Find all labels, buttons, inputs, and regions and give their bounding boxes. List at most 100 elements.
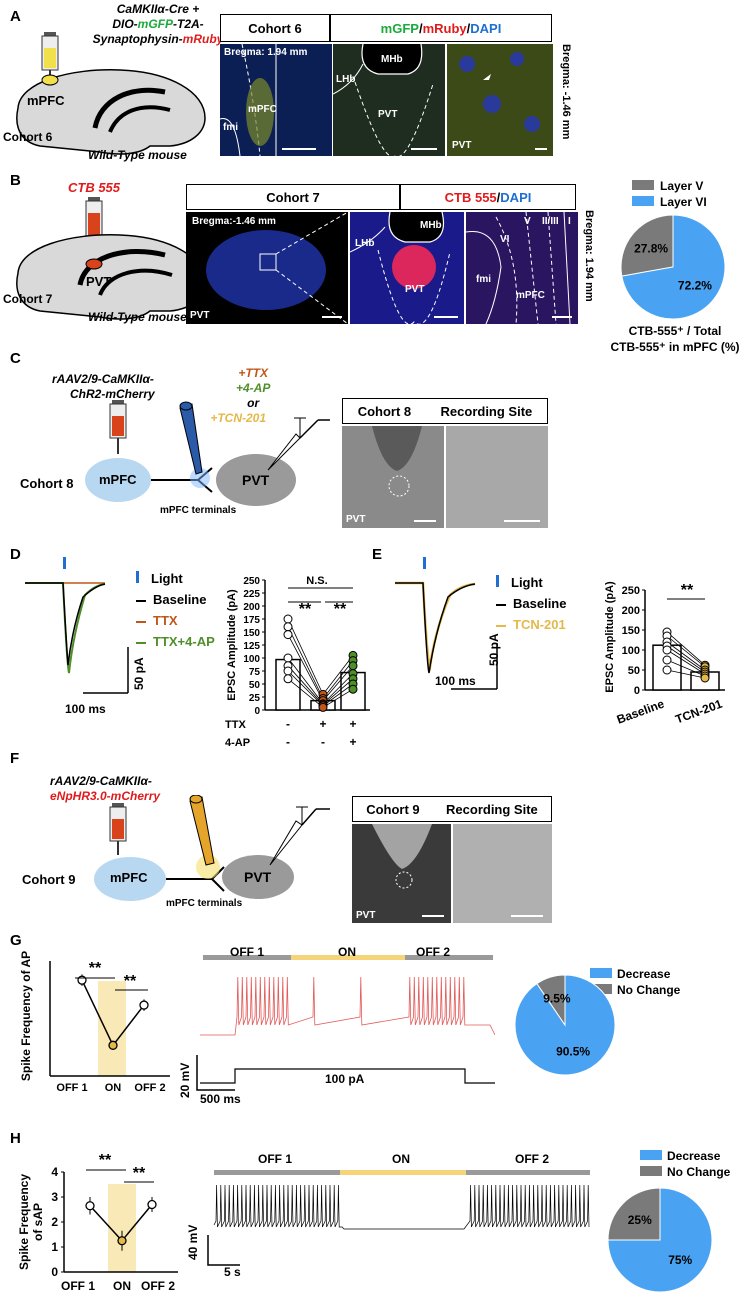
data-point (283, 614, 293, 624)
panel-label-f: F (10, 750, 20, 767)
pair-line (666, 669, 706, 679)
virus-line2: DIO-mGFP-T2A- (112, 17, 204, 31)
pie-chart-g: 90.5%9.5% (514, 974, 616, 1076)
pie-label: 25% (628, 1213, 652, 1227)
scale-bar (411, 148, 437, 150)
data-point (700, 673, 710, 683)
panel-label-a: A (10, 8, 21, 25)
lhb-label-a2: LHb (336, 74, 356, 85)
trace-label-off1-g: OFF 1 (230, 945, 265, 959)
pie-label: 75% (668, 1253, 692, 1267)
light-pulse-icon (63, 557, 66, 569)
micrograph-a3: PVT (447, 44, 553, 156)
y-tick-label: 250 (243, 576, 260, 587)
y-tick-label: 0 (634, 685, 640, 697)
v-label-b3: V (524, 216, 531, 227)
panel-label-g: G (10, 932, 22, 949)
micrograph-b3: VI V II/III I fmi mPFC (466, 212, 578, 324)
scale-bar (422, 915, 444, 917)
cohort-label-f: Cohort 9 (22, 872, 76, 887)
off2-bar (405, 955, 493, 960)
y-tick-label: 3 (51, 1190, 58, 1204)
legend-item-baseline: Baseline (496, 593, 566, 614)
iiiii-label-b3: II/III (542, 216, 559, 227)
node-mpfc-f: mPFC (110, 870, 148, 885)
node-mpfc-c: mPFC (99, 472, 137, 487)
y-tick-label: 225 (243, 589, 260, 600)
brain-diagram-b (16, 197, 206, 320)
virus-line1: rAAV2/9-CaMKIIα- (52, 372, 154, 386)
scale-bar (414, 520, 436, 522)
virus-label-a: CaMKIIα-Cre + DIO-mGFP-T2A- Synaptophysi… (83, 2, 233, 47)
light-on-shade (108, 1184, 136, 1272)
virus-label-f: rAAV2/9-CaMKIIα- eNpHR3.0-mCherry (50, 774, 160, 804)
y-tick-label: 175 (243, 615, 260, 626)
data-point (147, 1199, 157, 1210)
scale-bar (552, 316, 572, 318)
legend-item-decrease: Decrease (590, 966, 680, 982)
row-value: - (321, 735, 325, 749)
pie-slice (607, 1187, 713, 1293)
bregma-label-a1: Bregma: 1.94 mm (224, 47, 308, 58)
region-label-b: PVT (86, 274, 112, 289)
trace-label-off1-h: OFF 1 (258, 1152, 293, 1166)
y-tick-label: 200 (622, 605, 640, 617)
y-tick-label: 125 (243, 641, 260, 652)
stain-legend-b: CTB 555 / DAPI (400, 184, 576, 210)
data-point (77, 975, 87, 985)
cohort-label-c: Cohort 8 (20, 476, 74, 491)
legend-d: Light Baseline TTX TTX+4-AP (136, 568, 215, 652)
pair-line (666, 645, 706, 673)
y-axis-label: EPSC Amplitude (pA) (605, 581, 616, 693)
legend-e: Light Baseline TCN-201 (496, 572, 566, 635)
off2-bar (466, 1170, 590, 1175)
bregma-side-label-a: Bregma: -1.46 mm (560, 44, 572, 140)
light-pulse-icon (423, 557, 426, 569)
x-tick-label: OFF 2 (134, 1082, 165, 1094)
x-tick-label: OFF 1 (61, 1279, 95, 1293)
y-tick-label: 150 (622, 625, 640, 637)
mouse-label-a: Wild-Type mouse (88, 148, 187, 162)
legend-item-ttx: TTX (136, 610, 215, 631)
optic-fiber-icon (189, 795, 215, 866)
pie-chart-b: 27.8%72.2% (620, 214, 726, 320)
fmi-label-a1: fmi (223, 122, 238, 133)
data-point (662, 645, 672, 655)
y-axis-label: Spike Frequency (18, 1174, 31, 1270)
pie-legend-h: Decrease No Change (640, 1148, 730, 1180)
pie-label: 72.2% (678, 278, 712, 292)
x-tick-label: OFF 2 (141, 1279, 175, 1293)
scale-y-d: 50 pA (132, 657, 146, 690)
sig-marker: ** (124, 973, 137, 990)
drug-tcn201: +TCN-201 (210, 411, 267, 425)
caption-line2: CTB-555⁺ in mPFC (%) (610, 340, 740, 354)
data-point (283, 653, 293, 663)
sig-marker: ** (299, 601, 312, 618)
data-point (283, 622, 293, 632)
row-label: 4-AP (225, 737, 250, 749)
sig-marker: ** (334, 601, 347, 618)
data-point (108, 1040, 118, 1050)
data-point (662, 665, 672, 675)
pvt-label-b2: PVT (405, 284, 425, 295)
micrograph-b2: LHb MHb PVT (350, 212, 464, 324)
legend-item-tcn201: TCN-201 (496, 614, 566, 635)
data-point (348, 661, 358, 671)
scale-y-g: 20 mV (178, 1062, 192, 1098)
off1-bar (214, 1170, 340, 1175)
y-tick-label: 2 (51, 1215, 58, 1229)
syringe-icon (85, 197, 103, 257)
drug-ttx: +TTX (238, 366, 269, 380)
scale-bar (434, 316, 458, 318)
data-point (318, 702, 328, 712)
drug-list-c: +TTX +4-AP or +TCN-201 (210, 366, 270, 426)
micrograph-a1: Bregma: 1.94 mm mPFC fmi (220, 44, 332, 156)
legend-item-layer-vi: Layer VI (632, 194, 707, 210)
x-tick-label: OFF 1 (56, 1082, 87, 1094)
scale-bar (511, 915, 543, 917)
data-point (139, 1000, 149, 1010)
row-value: + (349, 735, 356, 749)
scale-bar (322, 316, 342, 318)
light-on-shade (98, 981, 126, 1076)
